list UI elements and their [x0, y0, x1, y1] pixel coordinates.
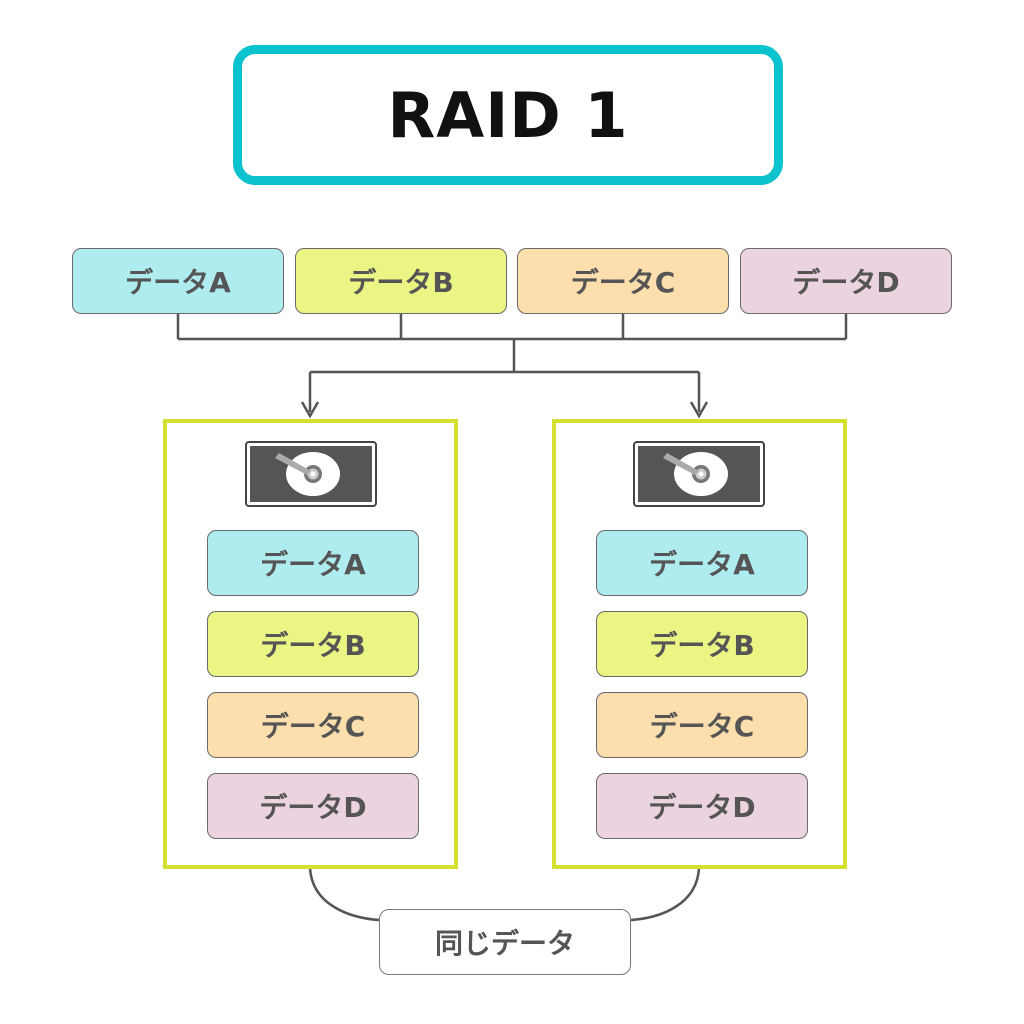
source-data-d: データD: [740, 248, 952, 314]
page-title: RAID 1: [387, 78, 629, 152]
disk2-data-d: データD: [596, 773, 808, 839]
disk1-data-b: データB: [207, 611, 419, 677]
disk2-data-a: データA: [596, 530, 808, 596]
disk1-data-a: データA: [207, 530, 419, 596]
disk2-data-c: データC: [596, 692, 808, 758]
title-box: RAID 1: [233, 45, 783, 185]
source-data-a: データA: [72, 248, 284, 314]
disk1-data-d: データD: [207, 773, 419, 839]
hard-disk-icon: [633, 441, 765, 507]
same-data-label: 同じデータ: [379, 909, 631, 975]
source-data-c: データC: [517, 248, 729, 314]
disk2-data-b: データB: [596, 611, 808, 677]
source-data-b: データB: [295, 248, 507, 314]
hard-disk-icon: [245, 441, 377, 507]
disk1-data-c: データC: [207, 692, 419, 758]
